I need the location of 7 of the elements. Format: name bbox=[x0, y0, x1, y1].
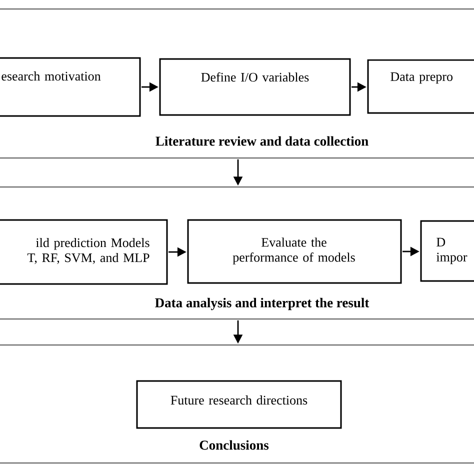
process-box: Evaluate the performance of models bbox=[187, 219, 402, 284]
process-box: Define I/O variables bbox=[159, 58, 351, 116]
process-box: Future research directions bbox=[136, 380, 342, 429]
process-box: esearch motivation bbox=[0, 57, 141, 117]
process-box: ild prediction Models T, RF, SVM, and MLP bbox=[0, 219, 168, 285]
process-box: D impor bbox=[420, 220, 474, 282]
process-box: Data prepro bbox=[367, 59, 474, 114]
